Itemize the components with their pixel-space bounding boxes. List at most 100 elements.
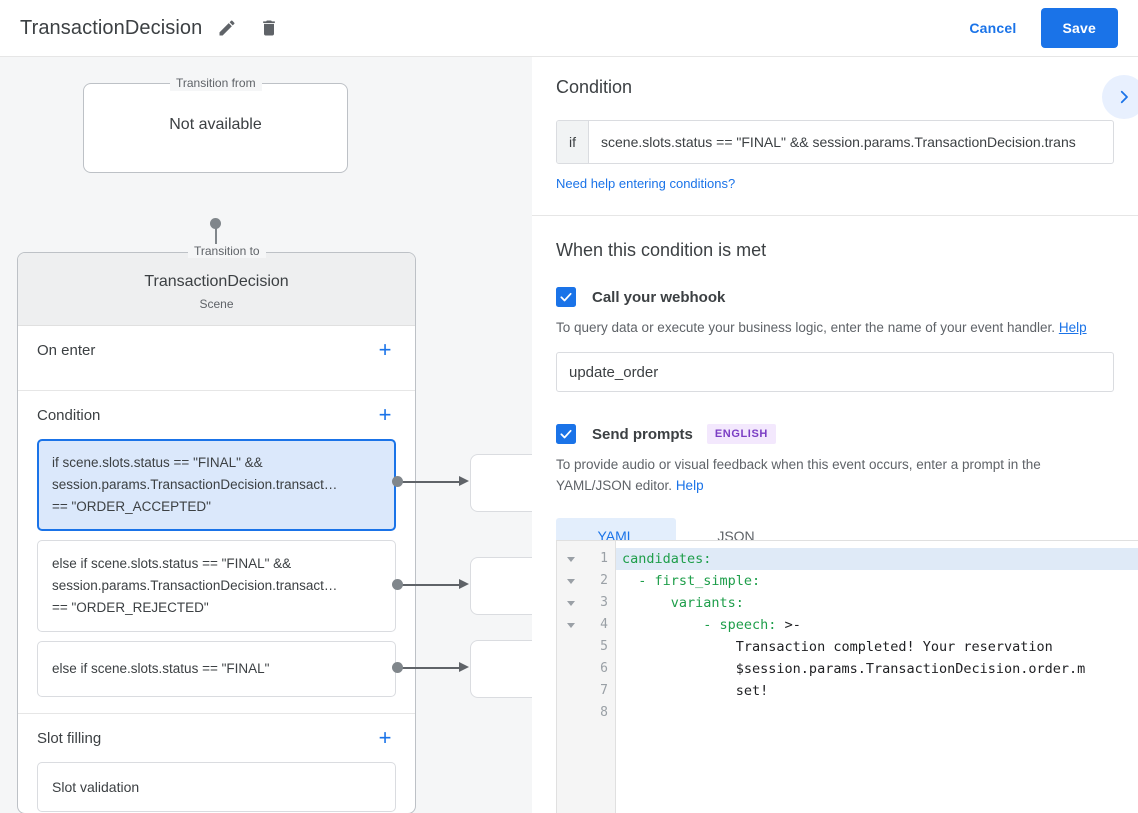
condition-out-line-2 [402, 584, 460, 586]
target-card-final[interactable] [470, 640, 532, 698]
condition-out-line-3 [402, 667, 460, 669]
code-line[interactable] [616, 702, 1138, 724]
transition-to-legend: Transition to [188, 244, 266, 258]
code-line[interactable]: Transaction completed! Your reservation [616, 636, 1138, 658]
scene-name: TransactionDecision [144, 273, 289, 290]
call-webhook-row[interactable]: Call your webhook [556, 287, 1114, 307]
code-fold-gutter[interactable] [557, 541, 585, 813]
condition-out-dot-2 [392, 579, 403, 590]
condition-field[interactable]: if [556, 120, 1114, 164]
condition-list-item-3[interactable]: else if scene.slots.status == "FINAL" [37, 641, 396, 697]
scene-type: Scene [199, 297, 234, 311]
chevron-down-icon [567, 578, 575, 584]
code-line-number: 4 [600, 617, 608, 632]
code-token-key: variants: [622, 595, 744, 611]
code-token-key: - speech: [622, 617, 777, 633]
code-line-number: 6 [600, 661, 608, 676]
webhook-helper-prefix: To query data or execute your business l… [556, 320, 1056, 335]
panel-condition-section: Condition if Need help entering conditio… [532, 57, 1138, 216]
code-token-text: >- [776, 617, 801, 633]
details-panel: Condition if Need help entering conditio… [532, 57, 1138, 813]
transition-from-value: Not available [169, 116, 262, 133]
transition-to-card[interactable]: TransactionDecision Scene On enter + Con… [17, 252, 416, 813]
code-line[interactable]: candidates: [616, 548, 1138, 570]
code-line-number: 7 [600, 683, 608, 698]
condition-out-line-1 [402, 481, 460, 483]
send-prompts-checkbox[interactable] [556, 424, 576, 444]
chevron-down-icon [567, 600, 575, 606]
code-fold-empty [557, 658, 585, 680]
panel-condition-heading: Condition [556, 77, 633, 97]
condition-list-item-2[interactable]: else if scene.slots.status == "FINAL" &&… [37, 540, 396, 632]
when-condition-met-heading: When this condition is met [556, 240, 767, 260]
add-condition-button[interactable]: + [378, 402, 392, 427]
language-badge: ENGLISH [706, 424, 776, 444]
code-token-key: - first_simple: [622, 573, 761, 589]
scene-header: TransactionDecision Scene [18, 253, 415, 326]
section-condition: Condition + if scene.slots.status == "FI… [18, 391, 415, 714]
section-title-on-enter: On enter [37, 341, 96, 359]
chevron-down-icon [567, 622, 575, 628]
condition-out-arrow-2 [459, 579, 469, 589]
add-slot-filling-button[interactable]: + [378, 725, 392, 750]
condition-out-arrow-3 [459, 662, 469, 672]
transition-from-legend: Transition from [170, 75, 262, 91]
condition-line-3: == "ORDER_REJECTED" [52, 600, 209, 615]
condition-out-arrow-1 [459, 476, 469, 486]
code-token-text: Transaction completed! Your reservation [622, 639, 1053, 655]
pencil-icon[interactable] [210, 11, 244, 45]
condition-prefix-label: if [557, 121, 589, 163]
code-fold-toggle[interactable] [557, 570, 585, 592]
send-prompts-block: Send prompts ENGLISH To provide audio or… [556, 424, 1114, 554]
code-token-text: set! [622, 683, 769, 699]
panel-when-met-section: When this condition is met Call your web… [532, 216, 1138, 554]
save-button[interactable]: Save [1040, 8, 1118, 48]
code-fold-toggle[interactable] [557, 548, 585, 570]
scene-graph-canvas[interactable]: Not available Transition from Transactio… [0, 57, 532, 813]
code-line[interactable]: variants: [616, 592, 1138, 614]
slot-validation-item[interactable]: Slot validation [37, 762, 396, 812]
code-line-number: 2 [600, 573, 608, 588]
code-fold-empty [557, 636, 585, 658]
webhook-block: Call your webhook To query data or execu… [556, 287, 1114, 392]
send-prompts-helper-prefix: To provide audio or visual feedback when… [556, 457, 1041, 493]
code-line-number: 1 [600, 551, 608, 566]
condition-out-dot-1 [392, 476, 403, 487]
condition-line-2: session.params.TransactionDecision.trans… [52, 578, 338, 593]
cancel-button[interactable]: Cancel [955, 11, 1030, 45]
section-title-slot-filling: Slot filling [37, 729, 102, 747]
code-line[interactable]: - first_simple: [616, 570, 1138, 592]
code-fold-toggle[interactable] [557, 614, 585, 636]
chevron-right-icon[interactable] [1102, 75, 1138, 119]
send-prompts-help-link[interactable]: Help [675, 478, 704, 493]
code-line-number: 8 [600, 705, 608, 720]
webhook-handler-input[interactable] [556, 352, 1114, 392]
code-fold-toggle[interactable] [557, 592, 585, 614]
code-line[interactable]: - speech: >- [616, 614, 1138, 636]
target-card-accepted[interactable] [470, 454, 532, 512]
section-slot-filling: Slot filling + Slot validation [18, 714, 415, 813]
condition-line-1: else if scene.slots.status == "FINAL" && [52, 556, 292, 571]
call-webhook-checkbox[interactable] [556, 287, 576, 307]
code-line[interactable]: $session.params.TransactionDecision.orde… [616, 658, 1138, 680]
code-content-area[interactable]: candidates: - first_simple: variants: - … [616, 541, 1138, 813]
section-on-enter: On enter + [18, 326, 415, 391]
condition-list-item-1[interactable]: if scene.slots.status == "FINAL" && sess… [37, 439, 396, 531]
send-prompts-row[interactable]: Send prompts ENGLISH [556, 424, 1114, 444]
send-prompts-helper-text: To provide audio or visual feedback when… [556, 454, 1114, 496]
condition-help-link[interactable]: Need help entering conditions? [556, 176, 736, 191]
condition-line-2: session.params.TransactionDecision.trans… [52, 477, 338, 492]
code-fold-empty [557, 702, 585, 724]
webhook-help-link[interactable]: Help [1058, 320, 1087, 335]
code-line-number: 3 [600, 595, 608, 610]
condition-input[interactable] [589, 121, 1113, 163]
chevron-down-icon [567, 556, 575, 562]
add-on-enter-button[interactable]: + [378, 337, 392, 362]
code-line[interactable]: set! [616, 680, 1138, 702]
page-title: TransactionDecision [20, 16, 203, 39]
target-card-rejected[interactable] [470, 557, 532, 615]
trash-icon[interactable] [252, 11, 286, 45]
transition-from-card[interactable]: Not available [83, 83, 348, 173]
